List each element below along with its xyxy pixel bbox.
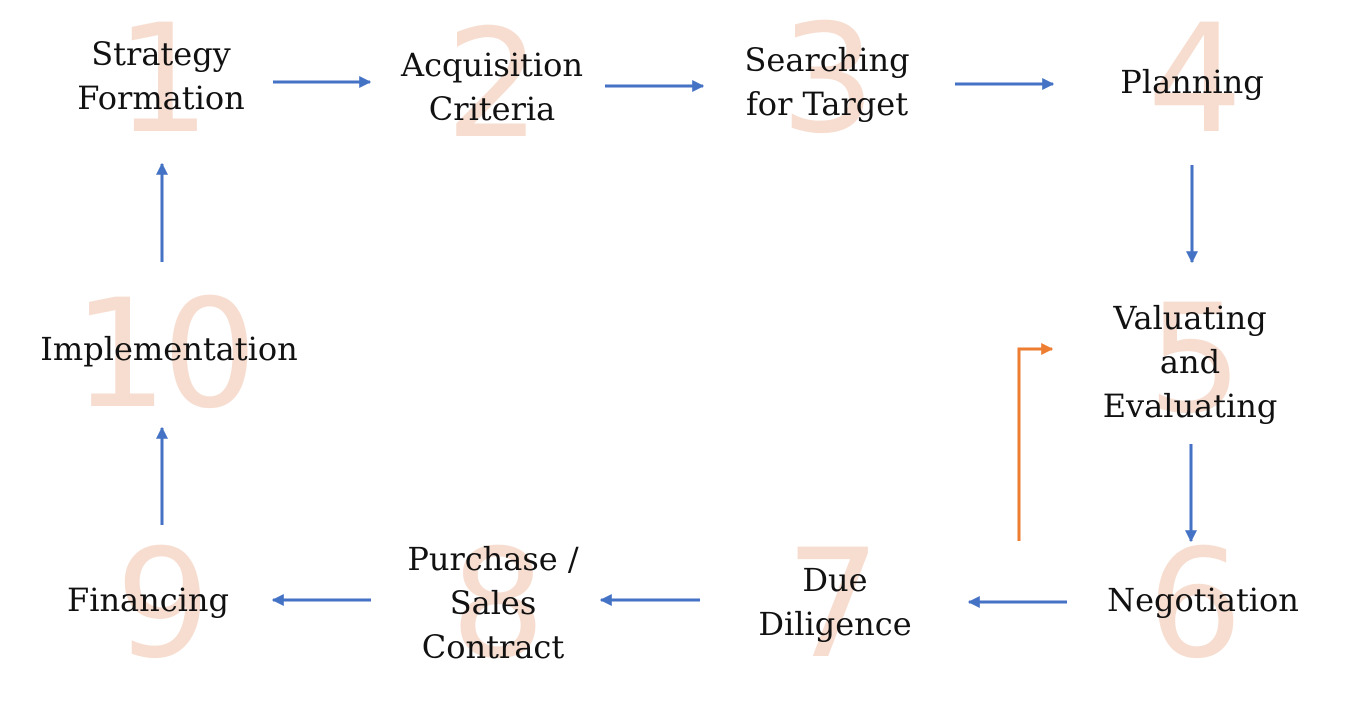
step-label-implementation: Implementation (40, 330, 298, 368)
step-number-10: 10 (72, 268, 258, 442)
step-number-9: 9 (115, 518, 210, 692)
step-number-8: 8 (450, 518, 545, 692)
step-label-strategy-formation: Strategy Formation (77, 35, 245, 117)
step-label-planning: Planning (1120, 63, 1264, 101)
step-label-due-diligence: Due Diligence (758, 561, 912, 643)
step-label-financing: Financing (67, 581, 229, 619)
step-number-4: 4 (1147, 0, 1242, 167)
step-label-searching-for-target: Searching for Target (744, 41, 910, 123)
step-label-valuating-and-evaluating: Valuating and Evaluating (1102, 299, 1278, 425)
step-number-3: 3 (780, 0, 875, 167)
step-label-acquisition-criteria: Acquisition Criteria (401, 46, 583, 128)
step-number-5: 5 (1147, 273, 1242, 447)
step-label-purchase-sales-contract: Purchase / Sales Contract (407, 540, 579, 666)
step-label-negotiation: Negotiation (1107, 581, 1299, 619)
step-number-6: 6 (1147, 518, 1242, 692)
step-number-1: 1 (115, 0, 210, 167)
step-number-2: 2 (445, 0, 540, 172)
feedback-arrow-7-to-5 (1017, 343, 1054, 541)
step-number-7: 7 (785, 518, 880, 692)
